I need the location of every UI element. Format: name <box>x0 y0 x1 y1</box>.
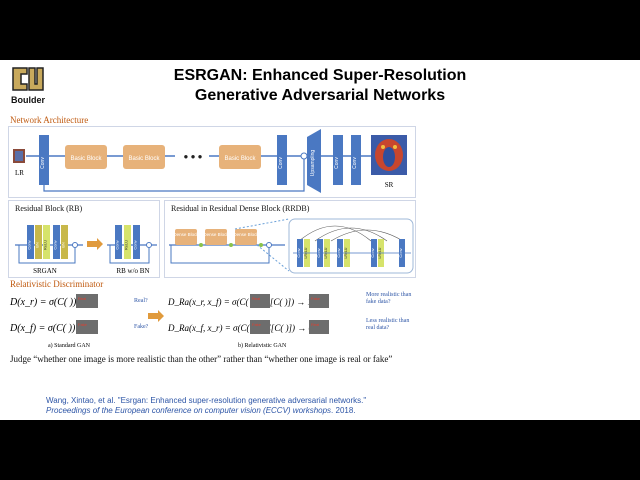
rb-nobn-relu <box>124 225 131 259</box>
citation-year: . 2018. <box>331 406 356 415</box>
conv-1-label: Conv <box>40 157 46 169</box>
rb-nobn-relu-label: ReLU <box>124 240 129 250</box>
dense-block-1-label: Dense Block <box>173 232 199 237</box>
citation-line-1: Wang, Xintao, et al. "Esrgan: Enhanced s… <box>46 396 367 405</box>
fake-tag-3: Fake <box>252 322 262 327</box>
conv-layer-2 <box>277 135 287 185</box>
lr-image <box>13 149 25 163</box>
title-line-1: ESRGAN: Enhanced Super-Resolution <box>173 67 467 84</box>
citation-venue: Proceedings of the European conference o… <box>46 406 332 415</box>
fake-tag-2: Fake <box>311 296 321 301</box>
judge-statement: Judge “whether one image is more realist… <box>10 354 393 364</box>
rrdb-diagram: Dense Block Dense Block Dense Block <box>169 218 414 274</box>
residual-block-diagram: Conv BN ReLU Conv BN SRGAN Conv ReLU Con… <box>15 225 157 275</box>
real-tag-1: Real <box>78 296 86 301</box>
real-tag-3: Real <box>311 322 319 327</box>
caption-standard-gan: a) Standard GAN <box>48 342 91 349</box>
rb-conv-2 <box>53 225 60 259</box>
residual-block-label: Residual Block (RB) <box>15 204 83 213</box>
fake-tag-1: Fake <box>78 322 88 327</box>
rb-wo-bn-caption: RB w/o BN <box>116 267 149 275</box>
eq-standard-fake: D(x_f) = σ(C( )) → 0 <box>9 323 95 334</box>
dense-block-2 <box>205 229 227 245</box>
rb-relu-label: ReLU <box>43 240 48 250</box>
rb-nobn-conv-1-label: Conv <box>115 240 120 249</box>
sr-label: SR <box>385 181 394 189</box>
rrdb-label: Residual in Residual Dense Block (RRDB) <box>171 204 310 213</box>
rb-conv-1-label: Conv <box>27 240 32 249</box>
less-realistic-note: Less realistic than real data? <box>366 318 410 331</box>
rb-bn-2-label: BN <box>61 242 66 248</box>
logo-text: Boulder <box>10 95 45 105</box>
rb-arrow <box>87 238 103 250</box>
fake-image-thumb-1 <box>76 320 98 334</box>
eq-relativistic-fake: D_Ra(x_f, x_r) = σ(C( ) − E[C( )]) → 0 <box>167 323 314 333</box>
dense-block-1 <box>175 229 197 245</box>
lr-label: LR <box>15 169 24 177</box>
relativistic-discriminator-label: Relativistic Discriminator <box>10 279 104 289</box>
rb-conv-2-label: Conv <box>53 240 58 249</box>
relativistic-discriminator-diagram: D(x_r) = σ(C( )) → 1 Real Real? D(x_f) =… <box>9 294 329 349</box>
basic-block-1 <box>65 145 107 169</box>
real-image-thumb-3 <box>309 320 329 334</box>
dense-block-3-label: Dense Block <box>233 232 259 237</box>
conv-layer-3 <box>333 135 343 185</box>
basic-block-2-label: Basic Block <box>128 156 160 162</box>
conv-3-label: Conv <box>334 157 340 169</box>
skip-connection <box>43 159 305 192</box>
real-tag-2: Real <box>252 296 260 301</box>
conv-2-label: Conv <box>278 157 284 169</box>
rb-bn-1 <box>35 225 42 259</box>
upsampling-label: Upsampling <box>310 150 316 177</box>
dense-block-3 <box>235 229 257 245</box>
network-architecture-label: Network Architecture <box>10 115 89 125</box>
title-line-2: Generative Adversarial Networks <box>194 87 446 104</box>
slide: Boulder ESRGAN: Enhanced Super-Resolutio… <box>0 60 640 420</box>
upsampling-block <box>307 129 321 193</box>
cu-boulder-logo: Boulder <box>8 64 48 105</box>
conv-4-label: Conv <box>352 157 358 169</box>
caption-relativistic-gan: b) Relativistic GAN <box>238 342 287 349</box>
cu-logo-icon <box>11 64 45 94</box>
ellipsis-dots: ● ● ● <box>184 152 203 161</box>
q-fake: Fake? <box>134 324 149 330</box>
network-architecture-diagram: LR Conv Basic Block Basic Block ● ● ● Ba… <box>13 129 407 193</box>
fake-image-thumb-3 <box>250 320 270 334</box>
fake-image-thumb-2 <box>309 294 329 308</box>
dense-arcs <box>298 225 404 242</box>
conv-layer-4 <box>351 135 361 185</box>
real-image-thumb-1 <box>76 294 98 308</box>
rb-nobn-conv-2-label: Conv <box>133 240 138 249</box>
more-realistic-note: More realistic than fake data? <box>366 292 412 305</box>
disc-arrow <box>148 310 164 322</box>
basic-block-3 <box>219 145 261 169</box>
conv-layer-1 <box>39 135 49 185</box>
eq-standard-real: D(x_r) = σ(C( )) → 1 <box>9 297 96 308</box>
residual-block-panel: Residual Block (RB) Conv BN ReLU Conv BN… <box>8 200 160 278</box>
eq-relativistic-real: D_Ra(x_r, x_f) = σ(C( ) − E[C( )]) → 1 <box>167 297 312 307</box>
rb-nobn-conv-2 <box>133 225 140 259</box>
basic-block-1-label: Basic Block <box>70 156 102 162</box>
sr-image <box>371 135 407 175</box>
rb-relu <box>43 225 50 259</box>
basic-block-2 <box>123 145 165 169</box>
rb-nobn-conv-1 <box>115 225 122 259</box>
real-image-thumb-2 <box>250 294 270 308</box>
q-real: Real? <box>134 298 148 304</box>
srgan-caption: SRGAN <box>33 267 57 275</box>
citation-line-2: Proceedings of the European conference o… <box>46 406 356 415</box>
slide-title: ESRGAN: Enhanced Super-Resolution Genera… <box>130 66 510 106</box>
relativistic-discriminator-panel: D(x_r) = σ(C( )) → 1 Real Real? D(x_f) =… <box>8 289 416 351</box>
network-architecture-panel: LR Conv Basic Block Basic Block ● ● ● Ba… <box>8 126 416 198</box>
rb-conv-1 <box>27 225 34 259</box>
dense-block-detail <box>288 218 414 274</box>
rb-bn-1-label: BN <box>35 242 40 248</box>
sum-node <box>300 152 308 160</box>
dense-block-2-label: Dense Block <box>203 232 229 237</box>
rrdb-panel: Residual in Residual Dense Block (RRDB) … <box>164 200 416 278</box>
basic-block-3-label: Basic Block <box>224 156 256 162</box>
rb-bn-2 <box>61 225 68 259</box>
